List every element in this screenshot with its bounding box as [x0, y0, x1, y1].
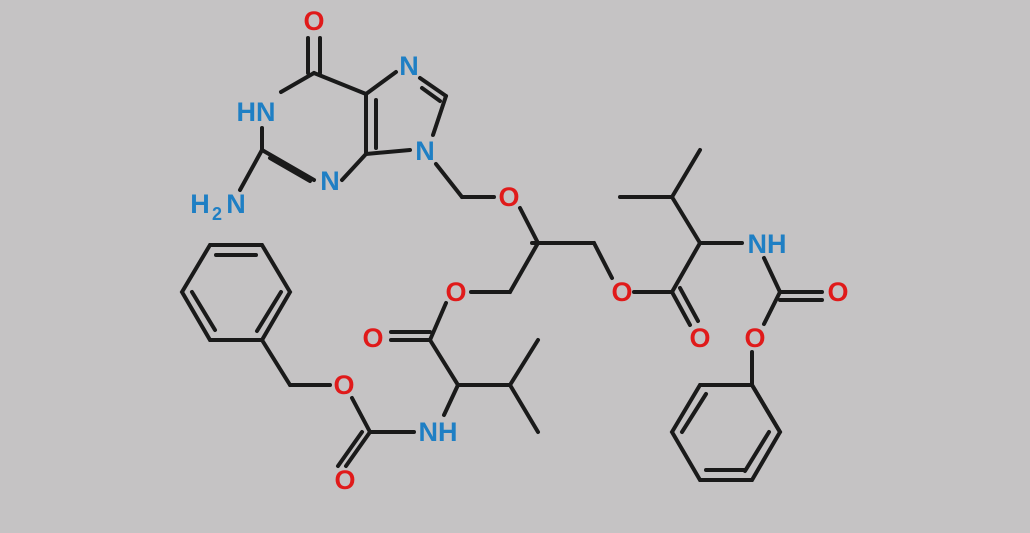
bond-c2-n3 [260, 148, 316, 182]
bond-ch2-o-right [592, 241, 614, 280]
atom-nh2-subscript: 2 [212, 204, 222, 224]
bond-n7-c8 [418, 76, 448, 98]
bond-ch2-ph-left [260, 338, 292, 387]
bond-c2-n3-double [268, 156, 312, 183]
atom-n7: N [399, 51, 419, 81]
bond-c-o-right-double [678, 286, 700, 323]
bond-calpha-nh-left [442, 383, 460, 417]
bond-c-calpha-right [670, 241, 702, 294]
bonds [179, 36, 824, 482]
atom-nh2-n: N [226, 189, 246, 219]
phenyl-right-double-1 [743, 430, 771, 473]
atom-n3: N [320, 166, 340, 196]
atom-n1h: HN [237, 97, 276, 127]
atom-o-carbonyl-left: O [362, 323, 383, 353]
bond-cb-me2-right [670, 148, 702, 199]
bond-calpha-cb-right [670, 195, 702, 245]
phenyl-right-double-2 [680, 392, 708, 434]
bond-c6-c5 [312, 71, 368, 96]
phenyl-ring-left [179, 243, 293, 342]
atom-o-cbz-right: O [744, 323, 765, 353]
bond-nh-c-right [762, 256, 782, 294]
phenyl-left-double-3 [255, 290, 283, 333]
atom-nh-right: NH [748, 229, 787, 259]
bond-c2-nh2 [238, 148, 264, 192]
atom-nh-left: NH [419, 417, 458, 447]
bond-o-ch [518, 206, 540, 245]
atom-o-ester-right: O [611, 277, 632, 307]
bond-c-o-cbz-right [762, 290, 782, 326]
atom-labels: O HN N N N H 2 N O O O O O NH O O O NH O [190, 6, 848, 495]
bond-c-o-right [670, 290, 692, 327]
atom-o-ester-left: O [445, 277, 466, 307]
bond-cb-me1-left [508, 338, 540, 387]
bond-n9-ch2 [434, 162, 464, 199]
atom-o-carbamate-left: O [334, 465, 355, 495]
atom-n9: N [415, 136, 435, 166]
phenyl-ring-right [669, 383, 783, 482]
atom-o-carbonyl-purine: O [303, 6, 324, 36]
atom-o-carbamate-right: O [827, 277, 848, 307]
bond-c5-n7 [364, 70, 398, 96]
bond-c4-n9 [364, 148, 412, 156]
atom-o-ether: O [498, 182, 519, 212]
phenyl-left-double-1 [190, 290, 217, 332]
bond-c6-n1 [279, 71, 316, 94]
bond-c-o-carbamate-left-double [336, 430, 364, 468]
bond-o-c-left [428, 301, 448, 342]
bond-n3-c4 [340, 152, 368, 182]
bond-n7-c8-double [420, 86, 442, 103]
bond-c-o-carbamate-left [344, 430, 372, 468]
atom-o-cbz-left: O [333, 370, 354, 400]
bond-c-o-cbz-left [350, 396, 372, 434]
bond-cb-me2-left [508, 383, 540, 434]
bond-c8-n9 [431, 94, 448, 137]
bond-c-calpha-left [428, 338, 460, 387]
atom-nh2-h: H [190, 189, 210, 219]
atom-o-carbonyl-right: O [689, 323, 710, 353]
bond-ch-ch2-left [508, 241, 540, 294]
